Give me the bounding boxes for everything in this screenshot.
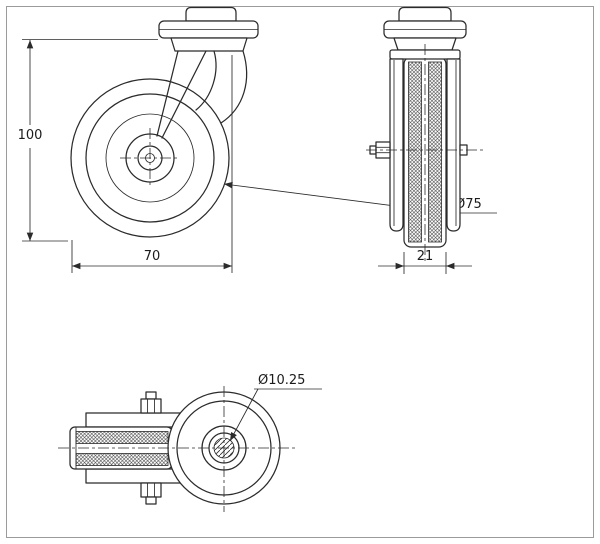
tread-band-bottom: [75, 453, 169, 466]
dim-height: 100: [18, 39, 158, 242]
dim-offset-label: 70: [144, 249, 161, 264]
swivel-collar: [170, 37, 248, 52]
mount-dome: [185, 6, 237, 22]
dim-bolt-hole: Ø10.25: [229, 373, 322, 442]
wheel-centerline: [120, 128, 180, 188]
dim-bolt-hole-label: Ø10.25: [258, 373, 305, 388]
tread-band-left: [408, 61, 422, 243]
dim-offset: 70: [71, 55, 233, 273]
front-view: 21: [366, 6, 484, 274]
plan-view: Ø10.25: [58, 373, 322, 512]
dim-width: 21: [378, 249, 472, 274]
plan-centerlines: [58, 386, 298, 512]
tread-band-right: [428, 61, 442, 243]
tread-band-top: [75, 431, 169, 444]
swivel-mount: [158, 6, 259, 52]
dim-wheel-diameter-label: Ø75: [455, 197, 482, 212]
mount-dome: [398, 6, 452, 22]
front-centerlines: [366, 44, 484, 262]
fork-legs: [389, 58, 461, 232]
fork: [156, 50, 248, 139]
dim-width-label: 21: [417, 249, 434, 264]
dim-height-label: 100: [18, 128, 43, 143]
plan-axle-bolt: [140, 391, 162, 505]
side-view: 100 70 Ø75: [18, 6, 497, 273]
